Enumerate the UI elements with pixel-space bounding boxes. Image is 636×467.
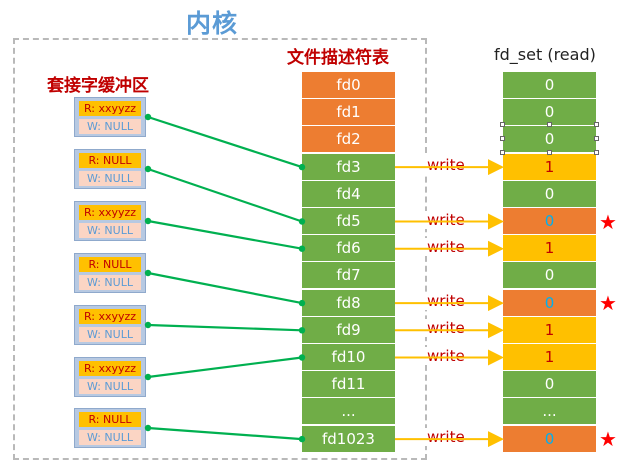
fd-entry: fd11 — [302, 371, 395, 399]
fd-set-bit: 0 — [503, 289, 596, 317]
link-endpoint — [144, 424, 152, 432]
write-buffer: W: NULL — [79, 223, 141, 238]
socket-buffer: R: xxyyzz W: NULL — [74, 201, 146, 241]
link-endpoint — [298, 163, 306, 171]
fd-set-bit: 0 — [503, 72, 596, 99]
link-endpoint — [144, 165, 152, 173]
fd-set-bit: 0 — [503, 208, 596, 235]
link-endpoint — [298, 299, 306, 307]
selection-handle[interactable] — [594, 150, 599, 155]
write-buffer: W: NULL — [79, 379, 141, 394]
link-endpoint — [144, 269, 152, 277]
buffer-fd-link — [147, 167, 303, 223]
link-endpoint — [298, 435, 306, 443]
socket-buffer: R: xxyyzz W: NULL — [74, 305, 146, 345]
write-buffer: W: NULL — [79, 327, 141, 342]
read-buffer: R: xxyyzz — [79, 309, 141, 324]
fd-set-bit: 0 — [503, 180, 596, 208]
link-endpoint — [144, 321, 152, 329]
write-label: write — [425, 237, 467, 256]
fd-set-bit: 1 — [503, 235, 596, 263]
fd-set-bit: 0 — [503, 371, 596, 399]
fd-entry: fd1023 — [302, 425, 395, 453]
write-label: write — [425, 156, 467, 175]
star-icon: ★ — [599, 291, 617, 316]
socket-buffer: R: NULL W: NULL — [74, 408, 146, 448]
link-endpoint — [298, 218, 306, 225]
selection-handle[interactable] — [500, 136, 505, 141]
selection-handle[interactable] — [500, 122, 505, 127]
write-label: write — [425, 210, 467, 229]
selection-handle[interactable] — [594, 122, 599, 127]
socket-buffer: R: xxyyzz W: NULL — [74, 357, 146, 397]
fd-entry: fd1 — [302, 99, 395, 127]
fd-set-bit: 1 — [503, 153, 596, 181]
link-endpoint — [144, 373, 152, 381]
fd-entry: fd6 — [302, 235, 395, 263]
write-label: write — [425, 428, 467, 447]
buffer-fd-link — [147, 323, 303, 332]
socket-buffer: R: NULL W: NULL — [74, 149, 146, 189]
read-buffer: R: xxyyzz — [79, 361, 141, 376]
socket-buffer: R: xxyyzz W: NULL — [74, 97, 146, 137]
read-buffer: R: NULL — [79, 412, 141, 427]
buffer-fd-link — [147, 356, 303, 379]
selection-handle[interactable] — [547, 122, 552, 127]
fd-entry: fd3 — [302, 153, 395, 181]
fd-entry: fd7 — [302, 262, 395, 290]
link-endpoint — [298, 354, 306, 361]
link-endpoint — [144, 113, 152, 121]
link-endpoint — [298, 245, 306, 252]
kernel-title: 内核 — [186, 9, 239, 38]
fd-entry: fd4 — [302, 180, 395, 208]
write-buffer: W: NULL — [79, 430, 141, 445]
selection-handle[interactable] — [594, 136, 599, 141]
fd-set-bit: 0 — [503, 126, 596, 154]
read-buffer: R: xxyyzz — [79, 205, 141, 220]
write-buffer: W: NULL — [79, 275, 141, 290]
read-buffer: R: NULL — [79, 153, 141, 168]
fd-entry: fd10 — [302, 344, 395, 371]
fd-set-bit: 1 — [503, 344, 596, 371]
fd-set-bit: 0 — [503, 262, 596, 290]
read-buffer: R: NULL — [79, 257, 141, 272]
fd-entry: fd5 — [302, 208, 395, 235]
buffer-fd-link — [147, 115, 303, 169]
fd-set-title: fd_set (read) — [494, 45, 596, 64]
fd-set-bit: 1 — [503, 316, 596, 344]
fd-entry: fd0 — [302, 72, 395, 99]
fd-entry: ... — [302, 398, 395, 426]
link-endpoint — [298, 327, 306, 334]
socket-buffer: R: NULL W: NULL — [74, 253, 146, 293]
write-label: write — [425, 292, 467, 311]
write-label: write — [425, 346, 467, 365]
write-buffer: W: NULL — [79, 171, 141, 186]
fd-set-bit: ... — [503, 398, 596, 426]
selection-handle[interactable] — [547, 150, 552, 155]
buffer-fd-link — [147, 426, 303, 441]
star-icon: ★ — [599, 427, 617, 452]
read-buffer: R: xxyyzz — [79, 101, 141, 116]
fd-table-label: 文件描述符表 — [287, 48, 389, 68]
fd-entry: fd9 — [302, 316, 395, 344]
fd-set-bit: 0 — [503, 425, 596, 453]
star-icon: ★ — [599, 209, 617, 234]
fd-entry: fd8 — [302, 289, 395, 317]
selection-handle[interactable] — [500, 150, 505, 155]
socket-buffer-label: 套接字缓冲区 — [47, 76, 149, 96]
link-endpoint — [144, 217, 152, 225]
fd-entry: fd2 — [302, 126, 395, 154]
write-buffer: W: NULL — [79, 119, 141, 134]
write-label: write — [425, 319, 467, 338]
buffer-fd-link — [147, 219, 303, 250]
buffer-fd-link — [147, 271, 303, 305]
